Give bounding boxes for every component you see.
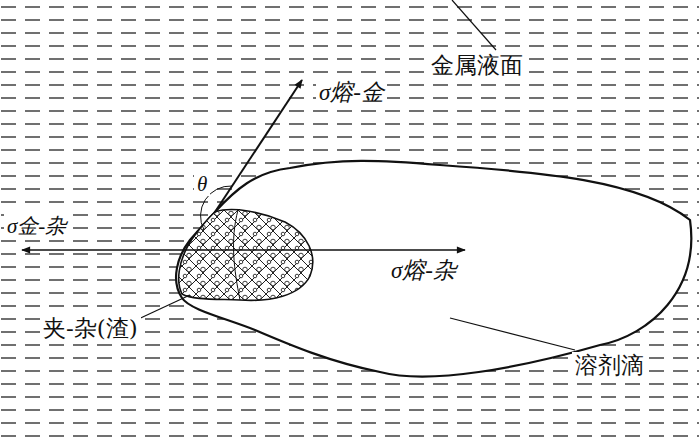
surface-label: 金属液面	[428, 52, 526, 78]
inclusion	[179, 210, 313, 301]
tension-vector	[215, 80, 302, 212]
leader-line	[452, 0, 496, 50]
angle-label: θ	[194, 172, 210, 196]
part-label: 溶剂滴	[572, 352, 647, 378]
tension-vector	[22, 249, 240, 251]
part-label: 夹-杂(渣)	[40, 315, 141, 341]
flux-droplet	[176, 161, 691, 377]
tension-label: σ熔-杂	[388, 258, 459, 284]
tension-label: σ金-杂	[4, 214, 69, 238]
tension-vector	[240, 249, 465, 251]
tension-label: σ熔-金	[316, 80, 387, 106]
leader-line	[450, 318, 575, 350]
inclusion-boundary	[234, 210, 240, 300]
